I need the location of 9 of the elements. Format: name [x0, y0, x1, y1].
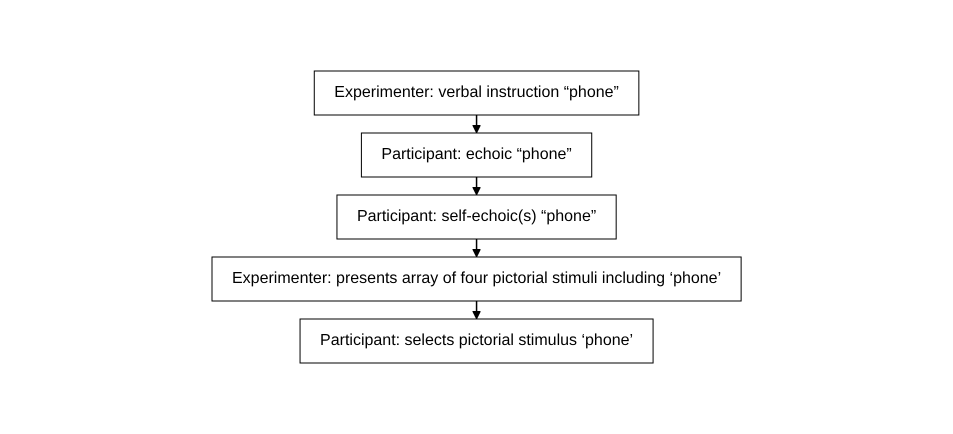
arrow: [472, 301, 481, 320]
arrow: [472, 239, 481, 258]
arrow: [472, 115, 481, 134]
node-box: Participant: self-echoic(s) “phone”: [336, 194, 617, 240]
node-box: Experimenter: verbal instruction “phone”: [314, 70, 640, 116]
arrow: [472, 177, 481, 196]
node-box: Participant: echoic “phone”: [360, 132, 592, 178]
node-box: Experimenter: presents array of four pictorial stimuli including ‘phone’: [211, 256, 742, 302]
node-box: Participant: selects pictorial stimulus ‘phone’: [299, 318, 654, 364]
